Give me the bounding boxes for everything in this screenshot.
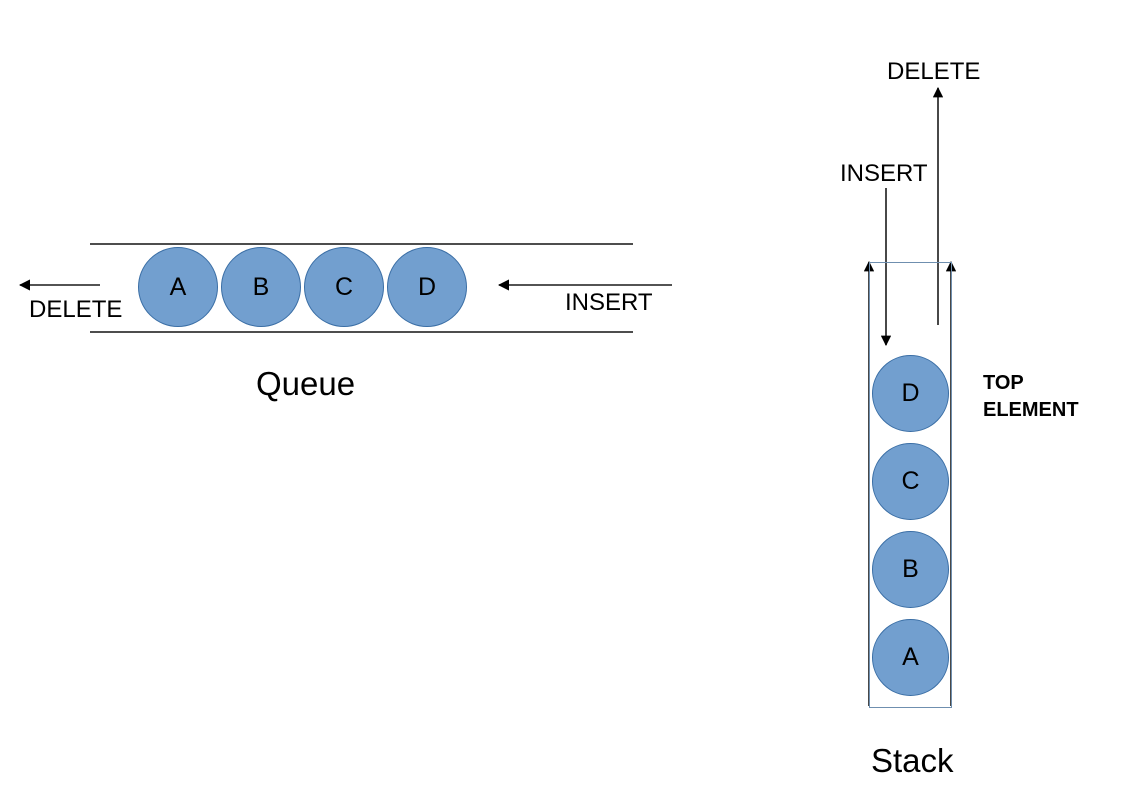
- stack-top-element-line2: ELEMENT: [983, 399, 1079, 421]
- queue-node-a-label: A: [169, 272, 187, 301]
- queue-node-c-label: C: [334, 272, 354, 301]
- queue-top-rail: [90, 243, 633, 245]
- stack-node-d-label: D: [901, 379, 920, 407]
- queue-node-c: C: [304, 247, 384, 327]
- stack-node-c: C: [872, 443, 949, 520]
- queue-node-d-label: D: [417, 272, 437, 301]
- stack-title: Stack: [871, 742, 954, 779]
- stack-container: [869, 262, 952, 708]
- queue-node-b-label: B: [252, 272, 270, 301]
- queue-bottom-rail: [90, 331, 633, 333]
- stack-node-a-label: A: [902, 643, 919, 671]
- stack-node-a: A: [872, 619, 949, 696]
- stack-insert-label: INSERT: [840, 160, 928, 187]
- queue-node-b: B: [221, 247, 301, 327]
- stack-node-b-label: B: [902, 555, 919, 583]
- queue-delete-label: DELETE: [29, 296, 123, 323]
- stack-node-b: B: [872, 531, 949, 608]
- stack-top-element-line1: TOP: [983, 372, 1024, 394]
- stack-node-c-label: C: [901, 467, 920, 495]
- queue-node-d: D: [387, 247, 467, 327]
- stack-node-d: D: [872, 355, 949, 432]
- queue-insert-label: INSERT: [565, 289, 653, 316]
- stack-delete-label: DELETE: [887, 58, 981, 85]
- queue-title: Queue: [256, 365, 356, 402]
- queue-node-a: A: [138, 247, 218, 327]
